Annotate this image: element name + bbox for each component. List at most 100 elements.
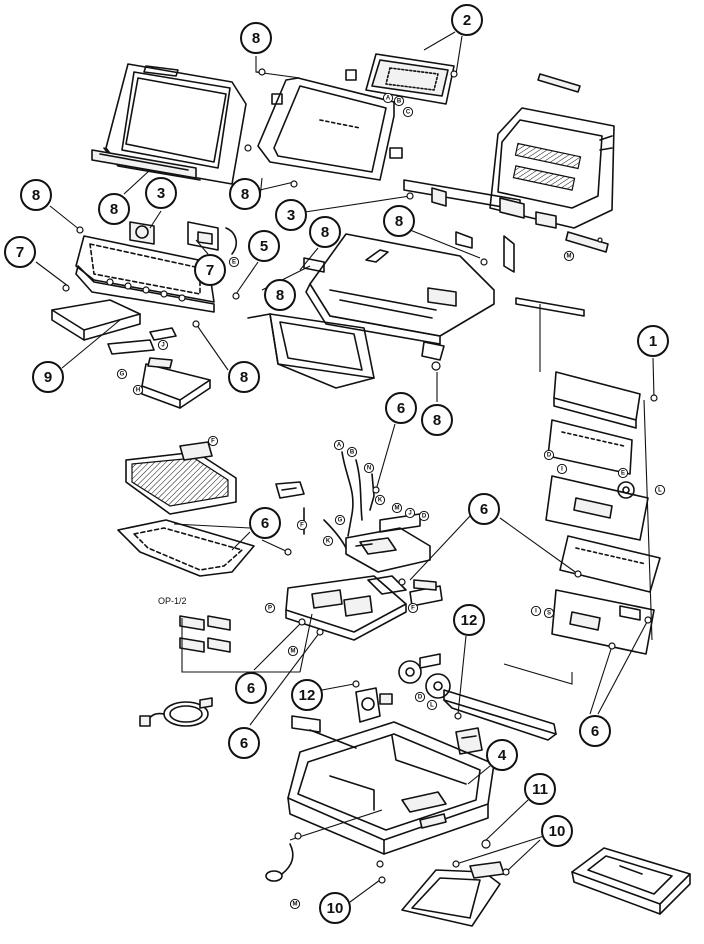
connector-marker: C <box>402 106 414 118</box>
callout-marker: 3 <box>275 199 307 231</box>
connector-label: F <box>211 438 215 444</box>
connector-label: G <box>120 371 125 377</box>
hdd-ribbon <box>107 327 177 355</box>
cpu-board-assembly <box>285 575 443 641</box>
cooling-fan <box>398 653 451 699</box>
callout-number: 6 <box>480 501 488 518</box>
callout-marker: 4 <box>486 739 518 771</box>
callout-number: 8 <box>240 369 248 386</box>
connector-label: L <box>430 702 434 708</box>
connector-label: M <box>567 253 572 259</box>
connector-label: E <box>621 470 625 476</box>
callout-number: 8 <box>241 186 249 203</box>
connector-label: A <box>386 95 391 101</box>
connector-marker: L <box>654 484 666 496</box>
connector-marker: M <box>563 250 575 262</box>
keyboard-unit <box>125 441 237 515</box>
connector-marker: A <box>382 92 394 104</box>
keyboard-membrane-sheet <box>117 519 255 577</box>
connector-marker: M <box>289 898 301 910</box>
callout-number: 6 <box>240 735 248 752</box>
callout-number: 10 <box>549 823 566 840</box>
callout-number: 7 <box>16 244 24 261</box>
connector-marker: J <box>157 339 169 351</box>
option-label: OP-1/2 <box>158 596 187 606</box>
connector-label: I <box>535 608 537 614</box>
connector-marker: D <box>418 510 430 522</box>
callout-number: 12 <box>299 687 316 704</box>
connector-label: M <box>291 648 296 654</box>
connector-label: F <box>411 605 415 611</box>
connector-marker: P <box>264 602 276 614</box>
callout-marker: 6 <box>579 715 611 747</box>
connector-marker: B <box>346 446 358 458</box>
callout-marker: 8 <box>20 179 52 211</box>
connector-marker: I <box>530 605 542 617</box>
connector-label: D <box>418 694 423 700</box>
lcd-display-assembly <box>91 63 247 185</box>
connector-label: G <box>338 517 343 523</box>
connector-label: L <box>658 487 662 493</box>
connector-marker: G <box>116 368 128 380</box>
connector-label: C <box>406 109 411 115</box>
connector-marker: K <box>322 535 334 547</box>
status-led-strip <box>565 231 609 253</box>
callout-number: 5 <box>260 238 268 255</box>
mounting-screw-cluster <box>421 341 445 371</box>
callout-marker: 12 <box>453 604 485 636</box>
connector-marker: S <box>543 607 555 619</box>
connector-marker: A <box>333 439 345 451</box>
connector-label: J <box>408 510 411 516</box>
shield-plate-stack <box>545 357 661 655</box>
connector-marker: M <box>287 645 299 657</box>
power-cord-plug <box>265 809 383 882</box>
pointing-stick-bracket <box>275 481 305 499</box>
battery-pack <box>571 847 691 915</box>
callout-number: 4 <box>498 747 507 764</box>
connector-label: K <box>326 538 331 544</box>
connector-label: N <box>367 465 371 471</box>
docking-connector-board <box>345 513 431 573</box>
keyboard-frame <box>247 313 375 389</box>
leader-lines <box>35 31 649 903</box>
connector-marker: F <box>407 602 419 614</box>
callout-number: 8 <box>395 213 403 230</box>
connector-marker: L <box>426 699 438 711</box>
top-cover <box>489 107 615 229</box>
callout-number: 8 <box>433 412 441 429</box>
connector-marker: N <box>363 462 375 474</box>
callout-number: 6 <box>591 723 599 740</box>
callout-marker: 6 <box>385 392 417 424</box>
callout-marker: 8 <box>229 178 261 210</box>
hinge-bracket-set <box>403 179 557 273</box>
callout-marker: 3 <box>145 177 177 209</box>
callout-marker: 2 <box>451 4 483 36</box>
callout-marker: 8 <box>421 404 453 436</box>
connector-label: I <box>561 466 563 472</box>
callout-number: 1 <box>649 333 657 350</box>
callout-marker: 8 <box>264 279 296 311</box>
connector-label: B <box>397 98 402 104</box>
callout-marker: 10 <box>319 892 351 924</box>
connector-marker: D <box>543 449 555 461</box>
callout-number: 8 <box>32 187 40 204</box>
callout-number: 10 <box>327 900 344 917</box>
callout-number: 8 <box>252 30 260 47</box>
bottom-case <box>287 715 495 855</box>
callout-marker: 8 <box>98 193 130 225</box>
connector-label: M <box>293 901 298 907</box>
connector-marker: E <box>228 256 240 268</box>
connector-marker: J <box>404 507 416 519</box>
connector-marker: F <box>296 519 308 531</box>
callout-marker: 7 <box>4 236 36 268</box>
connector-label: B <box>350 449 355 455</box>
callout-marker: 8 <box>383 205 415 237</box>
callout-marker: 6 <box>249 507 281 539</box>
connector-label: M <box>395 505 400 511</box>
connector-marker: F <box>207 435 219 447</box>
connector-label: D <box>547 452 552 458</box>
connector-marker: K <box>374 494 386 506</box>
hdd-bracket <box>455 727 483 755</box>
